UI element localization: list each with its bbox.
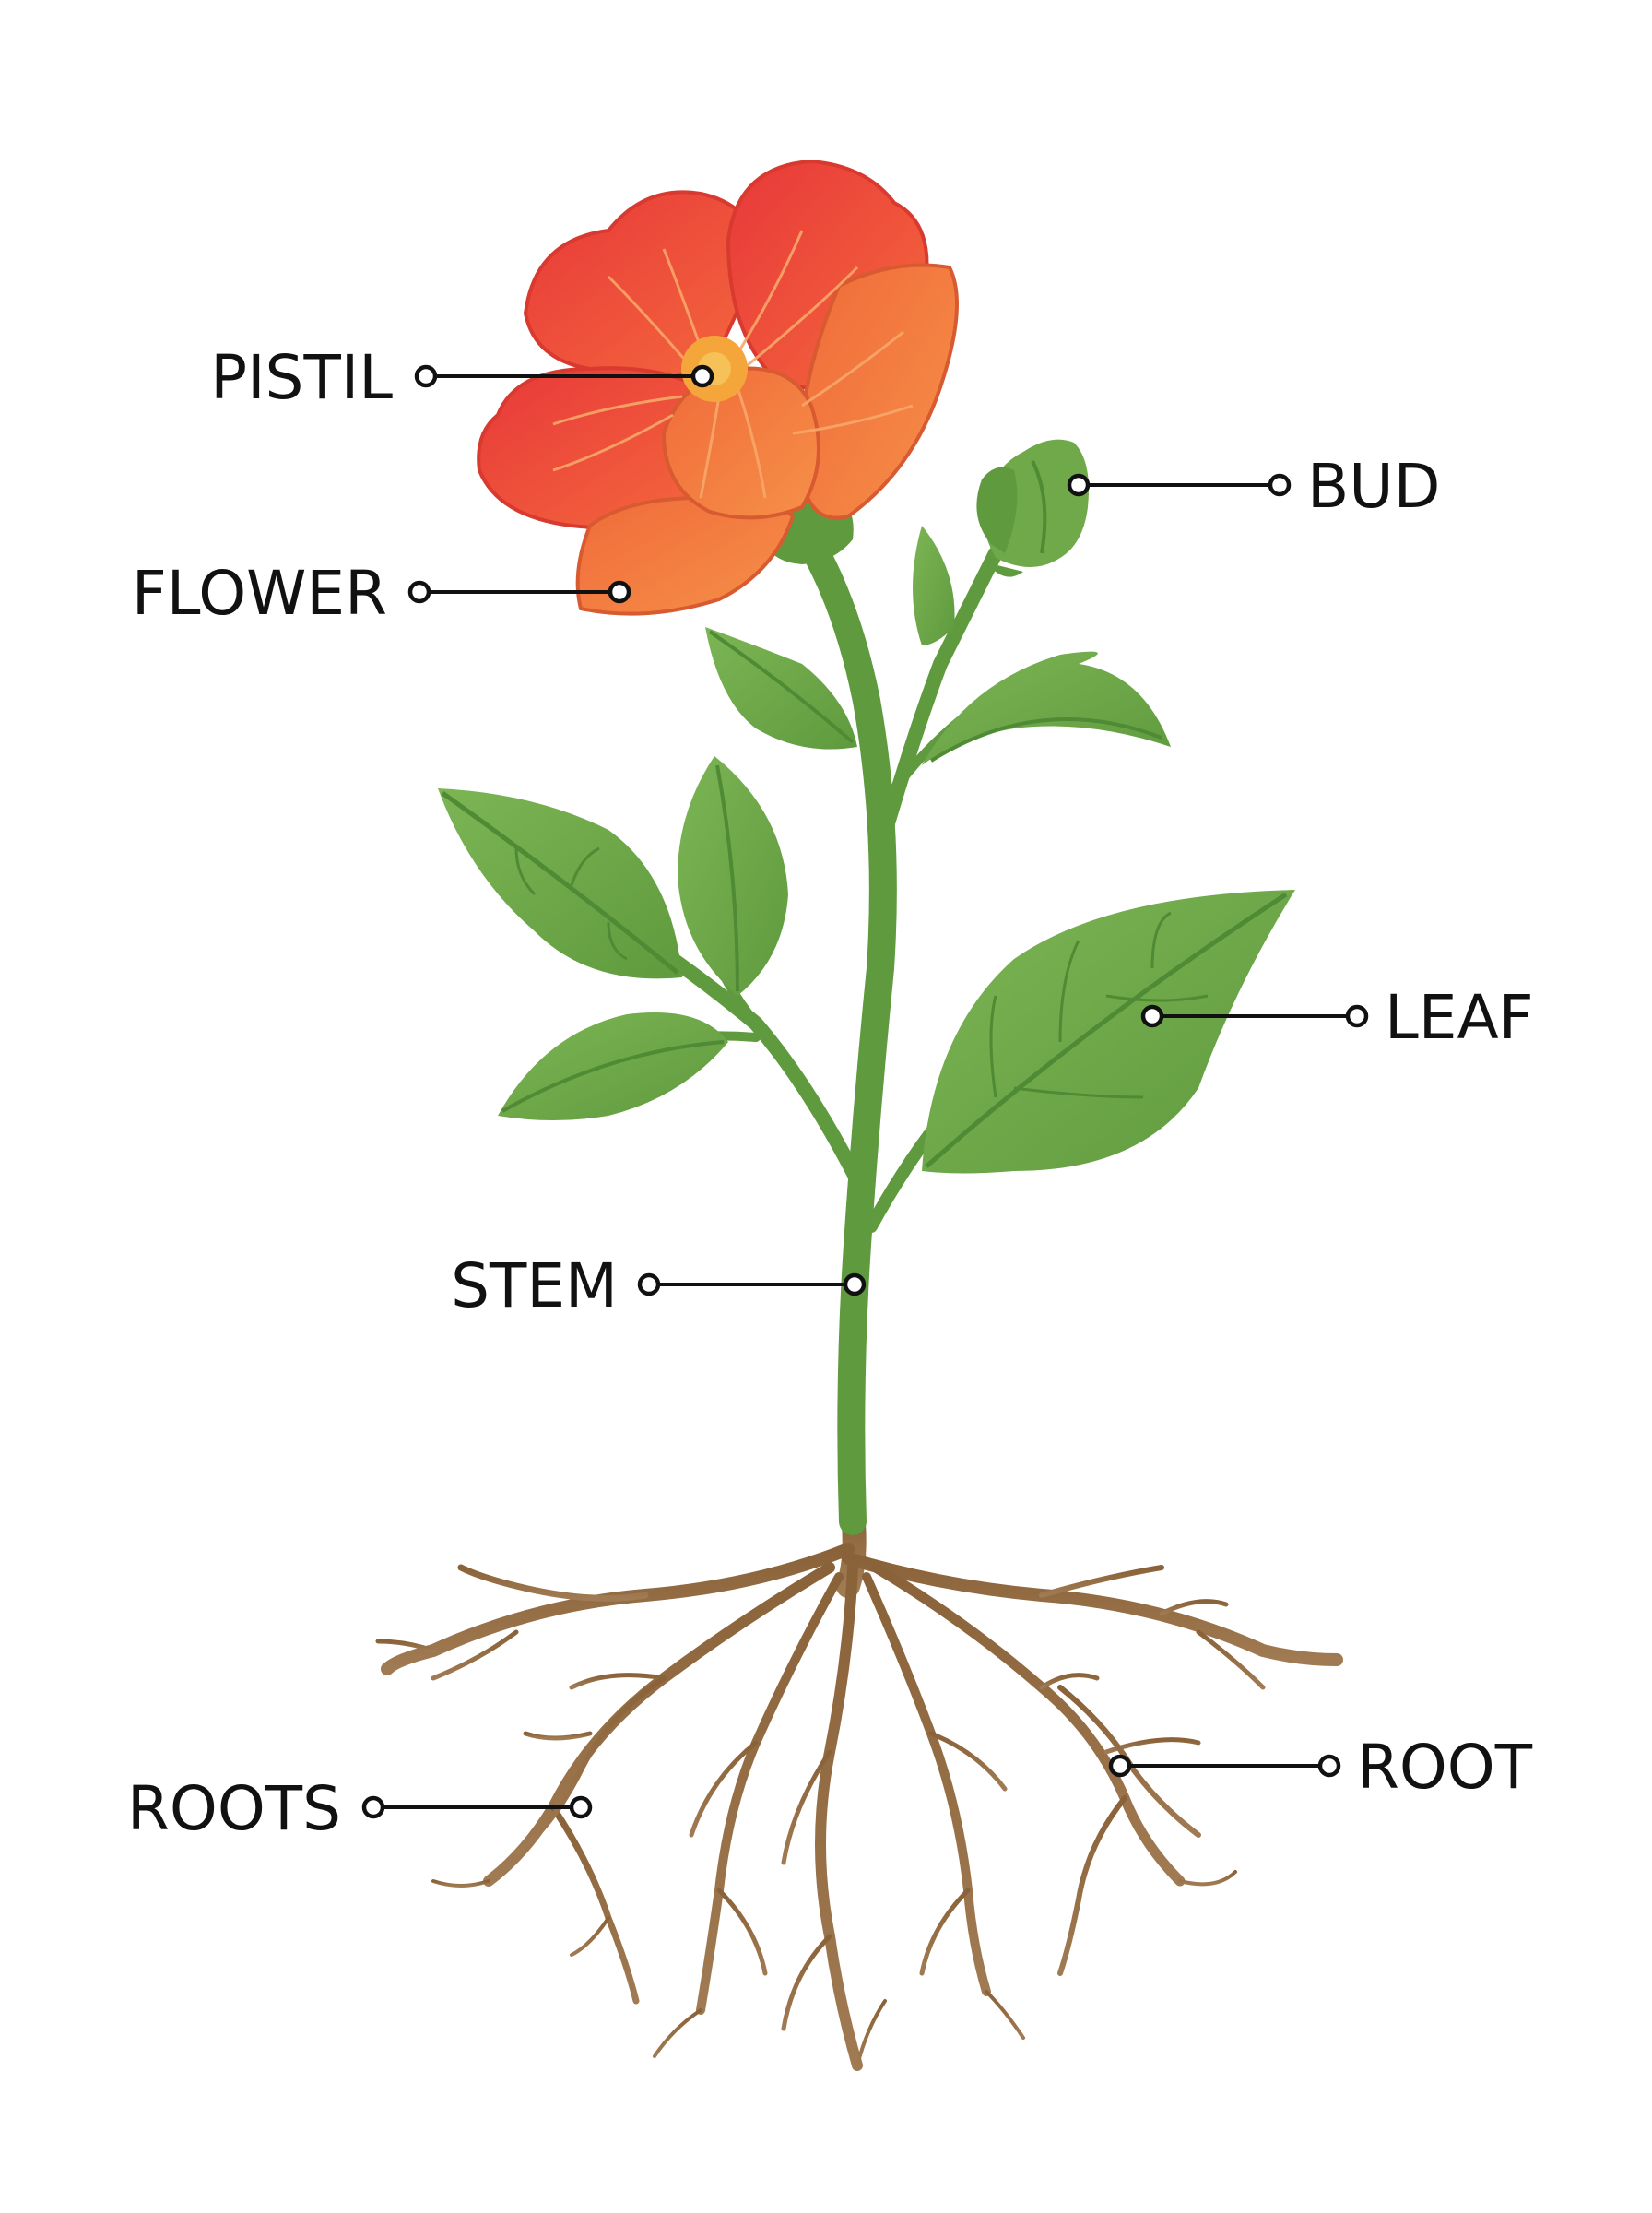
label-flower: FLOWER	[132, 558, 387, 629]
leaf-target-dot	[1140, 1004, 1164, 1028]
stem-label-dot	[637, 1272, 661, 1296]
label-bud: BUD	[1307, 451, 1440, 522]
labels: PISTIL BUD FLOWER LEAF STEM ROOTS ROOT	[127, 342, 1534, 1844]
leaf-near-bud	[913, 526, 955, 645]
label-pistil: PISTIL	[210, 342, 393, 413]
flower	[477, 159, 959, 616]
label-roots: ROOTS	[127, 1773, 341, 1844]
roots-label-dot	[361, 1795, 385, 1819]
bud-target-dot	[1067, 473, 1091, 497]
root-system	[375, 1500, 1343, 2071]
label-leaf: LEAF	[1385, 982, 1534, 1053]
roots-target-dot	[569, 1795, 593, 1819]
label-leaders	[361, 364, 1369, 1819]
leaves	[438, 526, 1295, 1174]
leaf-left-lower	[498, 1012, 728, 1120]
label-root: ROOT	[1357, 1732, 1533, 1803]
pistil-label-dot	[414, 364, 438, 388]
leaf-right-large	[922, 890, 1295, 1174]
leaf-upper-left	[705, 627, 857, 750]
root-target-dot	[1108, 1754, 1132, 1778]
leaf-left-large	[438, 788, 682, 979]
pistil-target-dot	[690, 364, 714, 388]
leaf-label-dot	[1345, 1004, 1369, 1028]
root-label-dot	[1317, 1754, 1341, 1778]
flower-label-dot	[407, 580, 431, 604]
bud	[976, 439, 1089, 577]
flower-target-dot	[608, 580, 631, 604]
leaf-left-upright	[678, 756, 788, 996]
bud-label-dot	[1268, 473, 1292, 497]
leaf-upper-right	[922, 651, 1171, 765]
label-stem: STEM	[451, 1250, 618, 1321]
stem-target-dot	[843, 1272, 867, 1296]
